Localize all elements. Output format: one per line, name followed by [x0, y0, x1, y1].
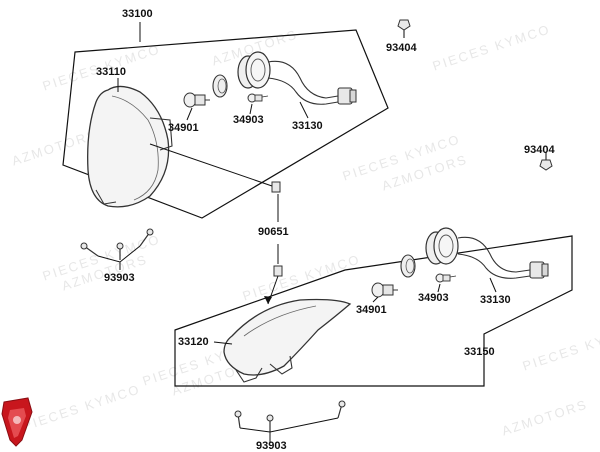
part-label-93903-bottom: 93903 [256, 440, 287, 452]
screw-93903-bottom [234, 400, 346, 432]
part-label-93404-top: 93404 [386, 42, 417, 54]
headlight-housing-top [87, 85, 173, 208]
top-assembly-outline [62, 29, 389, 219]
bulb-34901-bottom [371, 282, 398, 298]
part-label-33150: 33150 [464, 346, 495, 358]
socket-harness-bottom [425, 227, 549, 279]
part-label-34903-top: 34903 [233, 114, 264, 126]
socket-ring-bottom [400, 254, 416, 278]
part-label-34901-top: 34901 [168, 122, 199, 134]
part-label-33100: 33100 [122, 8, 153, 20]
part-label-34901-bottom: 34901 [356, 304, 387, 316]
kymco-logo-icon [1, 397, 33, 447]
bottom-assembly-outline [174, 235, 573, 387]
part-label-34903-bottom: 34903 [418, 292, 449, 304]
part-label-93404-right: 93404 [524, 144, 555, 156]
part-label-33110: 33110 [96, 66, 126, 78]
part-label-90651: 90651 [258, 226, 289, 238]
part-label-33120: 33120 [178, 336, 209, 348]
headlight-lens-bottom [223, 298, 352, 383]
bulb-34903-bottom [435, 273, 457, 283]
screw-93903-left [80, 228, 154, 260]
socket-harness-top [237, 51, 357, 105]
bulb-34903-top [247, 93, 269, 103]
socket-ring-top [212, 74, 228, 98]
bolt-93404-top [397, 19, 411, 38]
part-label-33130-top: 33130 [292, 120, 323, 132]
part-label-33130-bottom: 33130 [480, 294, 511, 306]
bolt-93404-right [539, 152, 553, 171]
bulb-34901-top [183, 92, 210, 108]
part-label-93903-left: 93903 [104, 272, 135, 284]
